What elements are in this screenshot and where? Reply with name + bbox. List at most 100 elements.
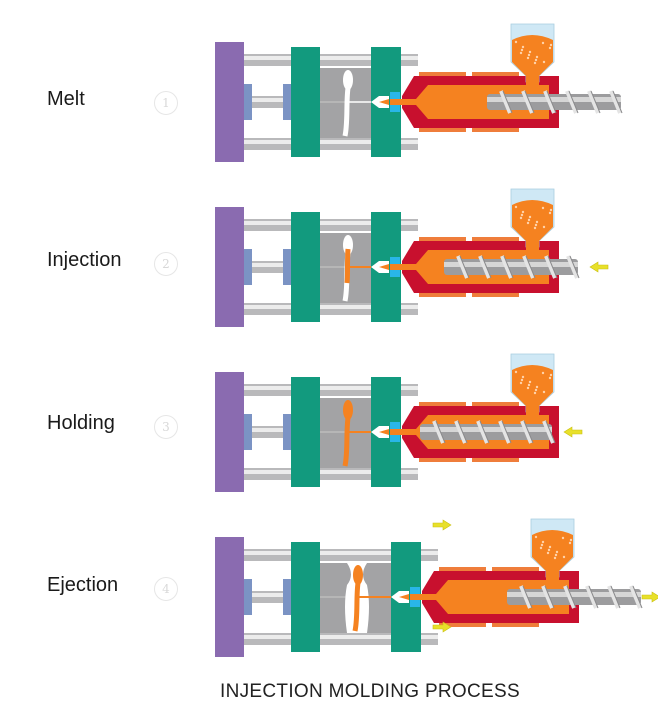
screw-flight-edge bbox=[502, 90, 513, 114]
pellet-dot bbox=[548, 545, 552, 549]
screw-flight bbox=[543, 90, 556, 114]
screw-flight bbox=[565, 90, 578, 114]
pellet-dot bbox=[528, 215, 532, 219]
pellet-dot bbox=[528, 380, 532, 384]
screw-flight bbox=[566, 255, 579, 279]
clamp-rod-highlight bbox=[250, 428, 286, 432]
ejector-pad-right bbox=[283, 84, 291, 120]
diagram-caption: INJECTION MOLDING PROCESS bbox=[220, 681, 520, 702]
tie-rod-top-highlight bbox=[244, 551, 438, 555]
pellet-dot bbox=[527, 53, 531, 57]
screw-flight bbox=[519, 585, 532, 609]
screw-flight-edge bbox=[566, 585, 577, 609]
clamp-plate bbox=[215, 537, 244, 657]
pellet-dot bbox=[521, 375, 525, 379]
push-arrow-icon bbox=[563, 426, 583, 438]
open-arrow-top-icon bbox=[432, 519, 452, 531]
pellet-dot bbox=[533, 391, 537, 395]
cavity-stem bbox=[342, 87, 351, 137]
pellet-dot bbox=[549, 373, 553, 377]
pellet-dot bbox=[521, 45, 525, 49]
ejector-pad-left bbox=[244, 414, 252, 450]
screw-flight bbox=[629, 585, 642, 609]
pellet-dot bbox=[526, 56, 530, 60]
machine-svg bbox=[215, 188, 609, 327]
screw-flight-edge bbox=[524, 90, 535, 114]
pellet-dot bbox=[549, 43, 553, 47]
pellet-dot bbox=[569, 538, 573, 542]
screw-flight bbox=[587, 90, 600, 114]
pellet-dot bbox=[540, 543, 544, 547]
screw-flight bbox=[456, 255, 469, 279]
screw-flight-edge bbox=[610, 585, 621, 609]
pellet-dot bbox=[562, 555, 566, 559]
stage-label-melt: Melt bbox=[47, 88, 85, 110]
pellet-dot bbox=[539, 546, 543, 550]
pellet-dot bbox=[514, 205, 518, 209]
pellet-dot bbox=[542, 225, 546, 229]
pellet-dot bbox=[519, 381, 523, 385]
ejector-pad-left bbox=[244, 249, 252, 285]
ejector-pad-left bbox=[244, 84, 252, 120]
screw-flight-edge bbox=[568, 90, 579, 114]
pellet-dot bbox=[528, 50, 532, 54]
pellet-dot bbox=[548, 211, 552, 215]
ejector-pad-right bbox=[283, 414, 291, 450]
pellet-dot bbox=[546, 551, 550, 555]
screw-flight-edge bbox=[546, 90, 557, 114]
pellet-dot bbox=[520, 213, 524, 217]
nozzle-tip bbox=[379, 264, 389, 270]
screw-flight-edge bbox=[544, 585, 555, 609]
step-number-badge: 1 bbox=[154, 91, 178, 115]
pellet-dot bbox=[520, 48, 524, 52]
machine-diagram-ejection bbox=[0, 517, 658, 657]
pellet-dot bbox=[521, 210, 525, 214]
pellet-dot bbox=[534, 388, 538, 392]
pellet-dot bbox=[541, 371, 545, 375]
ejector-pad-right bbox=[283, 579, 291, 615]
cavity-head bbox=[343, 70, 353, 90]
pellet-dot bbox=[526, 386, 530, 390]
pellet-dot bbox=[514, 370, 518, 374]
part-stem bbox=[342, 417, 351, 467]
pellet-dot bbox=[535, 385, 539, 389]
step-number-badge: 3 bbox=[154, 415, 178, 439]
screw-flight bbox=[499, 90, 512, 114]
moving-platen bbox=[291, 377, 320, 487]
screw-flight-edge bbox=[503, 255, 514, 279]
pellet-dot bbox=[542, 390, 546, 394]
screw bbox=[487, 90, 623, 114]
screw-flight-edge bbox=[569, 255, 580, 279]
screw-flight bbox=[542, 420, 555, 444]
moving-platen bbox=[291, 212, 320, 322]
screw-flight-edge bbox=[525, 255, 536, 279]
moving-platen bbox=[291, 542, 320, 652]
clamp-plate bbox=[215, 42, 244, 162]
clamp-plate bbox=[215, 372, 244, 492]
tie-rod-bottom-highlight bbox=[244, 305, 418, 309]
part-head bbox=[343, 400, 353, 420]
screw bbox=[444, 255, 580, 279]
moving-platen bbox=[291, 47, 320, 157]
clamp-rod bbox=[250, 426, 286, 438]
screw-flight-edge bbox=[590, 90, 601, 114]
screw-flight-edge bbox=[522, 585, 533, 609]
stage-label-holding: Holding bbox=[47, 412, 115, 434]
hopper-pellets bbox=[512, 35, 553, 90]
pellet-dot bbox=[526, 221, 530, 225]
tie-rod-top-highlight bbox=[244, 56, 418, 60]
screw-flight bbox=[563, 585, 576, 609]
screw-shine bbox=[444, 262, 578, 267]
screw-flight bbox=[541, 585, 554, 609]
pellet-dot bbox=[527, 383, 531, 387]
screw-flight bbox=[520, 420, 533, 444]
screw-flight-edge bbox=[481, 255, 492, 279]
screw-flight bbox=[454, 420, 467, 444]
screw-flight bbox=[500, 255, 513, 279]
open-arrow-bottom-icon bbox=[432, 621, 452, 633]
pellet-dot bbox=[534, 58, 538, 62]
screw-flight-edge bbox=[545, 420, 556, 444]
pellet-dot bbox=[533, 61, 537, 65]
tie-rod-top-highlight bbox=[244, 386, 418, 390]
screw-shine bbox=[420, 427, 552, 432]
